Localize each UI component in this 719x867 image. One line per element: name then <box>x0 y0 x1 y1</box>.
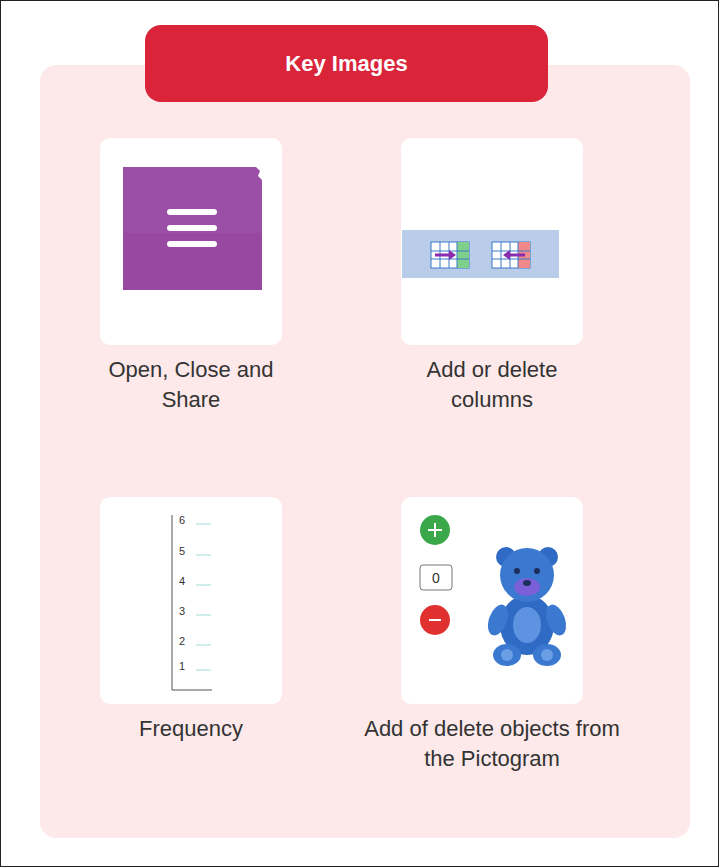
icon-card: Add of delete objects from the Pictogram… <box>401 497 583 704</box>
axis-number: 5 <box>176 545 188 557</box>
key-icon <box>100 138 282 345</box>
key-icon <box>401 138 583 345</box>
card-caption: Add or delete columns <box>387 355 597 415</box>
key-panel: Key ImagesOpen, Close and ShareAdd or de… <box>40 65 690 838</box>
axis-number: 4 <box>176 575 188 587</box>
panel-heading: Key Images <box>145 25 548 102</box>
axis-number: 1 <box>176 660 188 672</box>
icon-card: Open, Close and Share <box>100 138 282 345</box>
card-caption: Frequency <box>86 714 296 744</box>
key-icon <box>401 497 583 704</box>
key-icon <box>100 497 282 704</box>
icon-card: Frequency654321 <box>100 497 282 704</box>
axis-number: 3 <box>176 605 188 617</box>
counter-value: 0 <box>420 570 452 586</box>
axis-number: 2 <box>176 635 188 647</box>
icon-card: Add or delete columns <box>401 138 583 345</box>
card-caption: Add of delete objects from the Pictogram <box>362 714 622 774</box>
axis-number: 6 <box>176 514 188 526</box>
card-caption: Open, Close and Share <box>86 355 296 415</box>
